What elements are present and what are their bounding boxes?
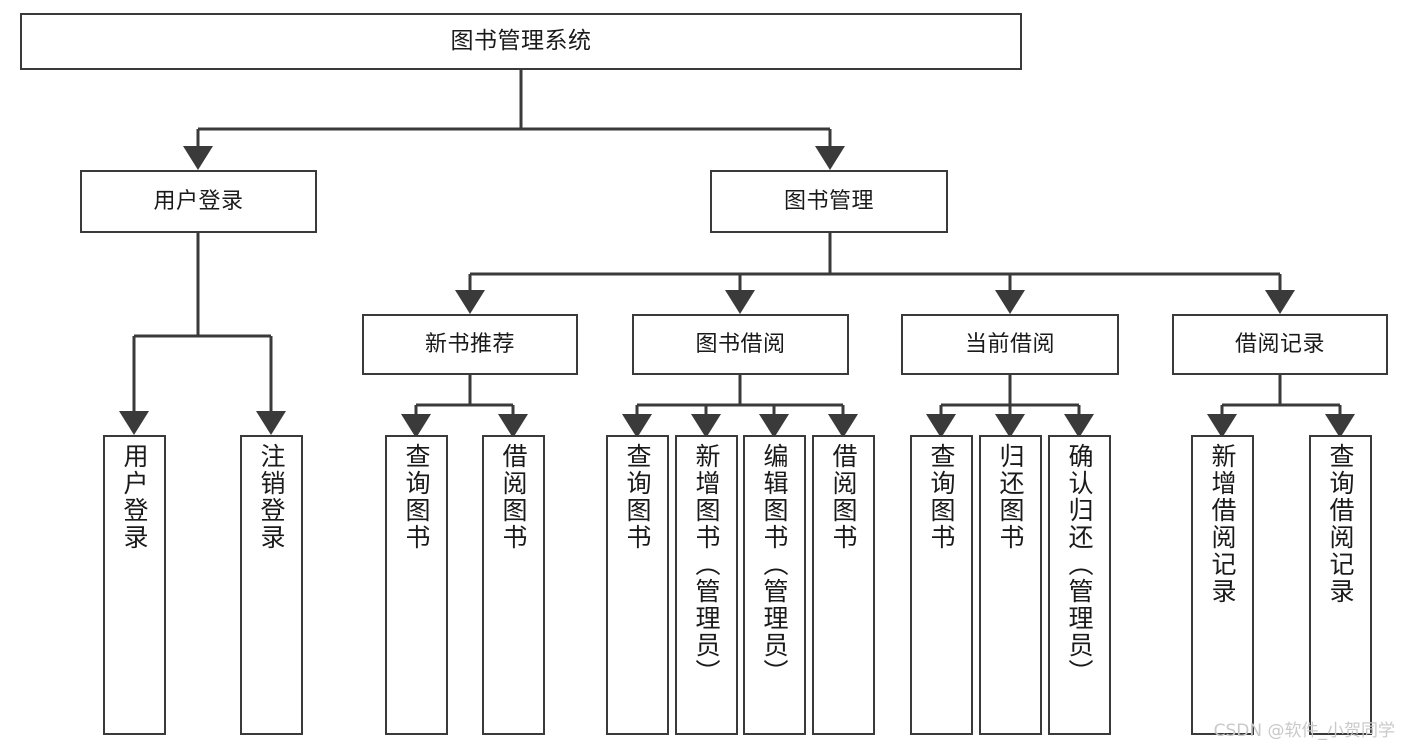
leaf-new-book-2[interactable]: 借阅图书 xyxy=(482,435,545,735)
node-new-book-recommend[interactable]: 新书推荐 xyxy=(362,314,578,375)
node-current-borrow[interactable]: 当前借阅 xyxy=(901,314,1119,375)
leaf-borrow-record-1[interactable]: 新增借阅记录 xyxy=(1191,435,1254,735)
leaf-book-borrow-1[interactable]: 查询图书 xyxy=(606,435,669,735)
node-user-login-label: 用户登录 xyxy=(153,188,244,214)
leaf-book-borrow-3-label: 编辑图书（管理员） xyxy=(760,443,789,686)
node-book-manage-label: 图书管理 xyxy=(783,188,874,214)
node-borrow-record-label: 借阅记录 xyxy=(1234,331,1325,357)
leaf-new-book-1-label: 查询图书 xyxy=(402,443,431,551)
leaf-current-borrow-3[interactable]: 确认归还（管理员） xyxy=(1048,435,1111,735)
leaf-book-borrow-2[interactable]: 新增图书（管理员） xyxy=(675,435,738,735)
leaf-borrow-record-1-label: 新增借阅记录 xyxy=(1208,443,1237,605)
leaf-borrow-record-2[interactable]: 查询借阅记录 xyxy=(1309,435,1372,735)
node-new-book-recommend-label: 新书推荐 xyxy=(424,331,515,357)
leaf-new-book-1[interactable]: 查询图书 xyxy=(385,435,448,735)
node-root-label: 图书管理系统 xyxy=(450,27,592,54)
leaf-new-book-2-label: 借阅图书 xyxy=(499,443,528,551)
leaf-current-borrow-2[interactable]: 归还图书 xyxy=(979,435,1042,735)
node-book-borrow-label: 图书借阅 xyxy=(695,331,786,357)
leaf-book-borrow-4[interactable]: 借阅图书 xyxy=(812,435,875,735)
leaf-book-borrow-1-label: 查询图书 xyxy=(623,443,652,551)
node-borrow-record[interactable]: 借阅记录 xyxy=(1172,314,1388,375)
leaf-current-borrow-2-label: 归还图书 xyxy=(996,443,1025,551)
csdn-watermark: CSDN @软件_小贺同学 xyxy=(1213,721,1395,741)
leaf-current-borrow-1[interactable]: 查询图书 xyxy=(910,435,973,735)
leaf-current-borrow-3-label: 确认归还（管理员） xyxy=(1065,443,1094,686)
node-user-login[interactable]: 用户登录 xyxy=(80,170,317,233)
leaf-current-borrow-1-label: 查询图书 xyxy=(927,443,956,551)
leaf-book-borrow-4-label: 借阅图书 xyxy=(829,443,858,551)
leaf-user-login-1-label: 用户登录 xyxy=(120,443,149,551)
leaf-borrow-record-2-label: 查询借阅记录 xyxy=(1326,443,1355,605)
node-current-borrow-label: 当前借阅 xyxy=(964,331,1055,357)
node-book-manage[interactable]: 图书管理 xyxy=(710,170,948,233)
node-book-borrow[interactable]: 图书借阅 xyxy=(632,314,849,375)
leaf-user-login-1[interactable]: 用户登录 xyxy=(103,435,166,735)
leaf-book-borrow-3[interactable]: 编辑图书（管理员） xyxy=(743,435,806,735)
leaf-book-borrow-2-label: 新增图书（管理员） xyxy=(692,443,721,686)
node-root[interactable]: 图书管理系统 xyxy=(20,13,1022,70)
leaf-user-login-2-label: 注销登录 xyxy=(257,443,286,551)
leaf-user-login-2[interactable]: 注销登录 xyxy=(240,435,303,735)
